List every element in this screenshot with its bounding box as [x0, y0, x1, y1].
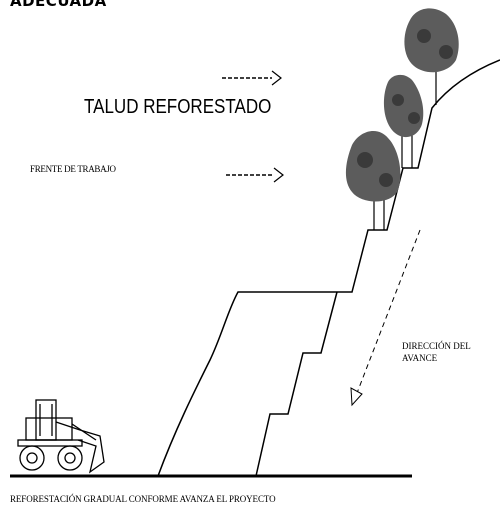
inner-slope-profile [255, 291, 338, 477]
label-direccion-line1: DIRECCIÓN DEL [402, 341, 471, 351]
diagram-caption: REFORESTACIÓN GRADUAL CONFORME AVANZA EL… [10, 494, 276, 504]
label-frente-de-trabajo: FRENTE DE TRABAJO [30, 164, 116, 174]
label-direccion-line2: AVANCE [402, 353, 438, 363]
diagram-title: ADECUADA [10, 0, 107, 10]
label-talud-reforestado: TALUD REFORESTADO [84, 96, 272, 118]
arrow-down-left-icon [350, 229, 421, 407]
outer-slope-profile [157, 59, 500, 477]
tree-icon [383, 74, 424, 168]
tree-icon [345, 130, 401, 230]
loader-icon [17, 399, 105, 474]
tree-icon [404, 8, 459, 105]
arrow-right-icon [226, 167, 284, 183]
arrow-right-icon [222, 70, 282, 86]
